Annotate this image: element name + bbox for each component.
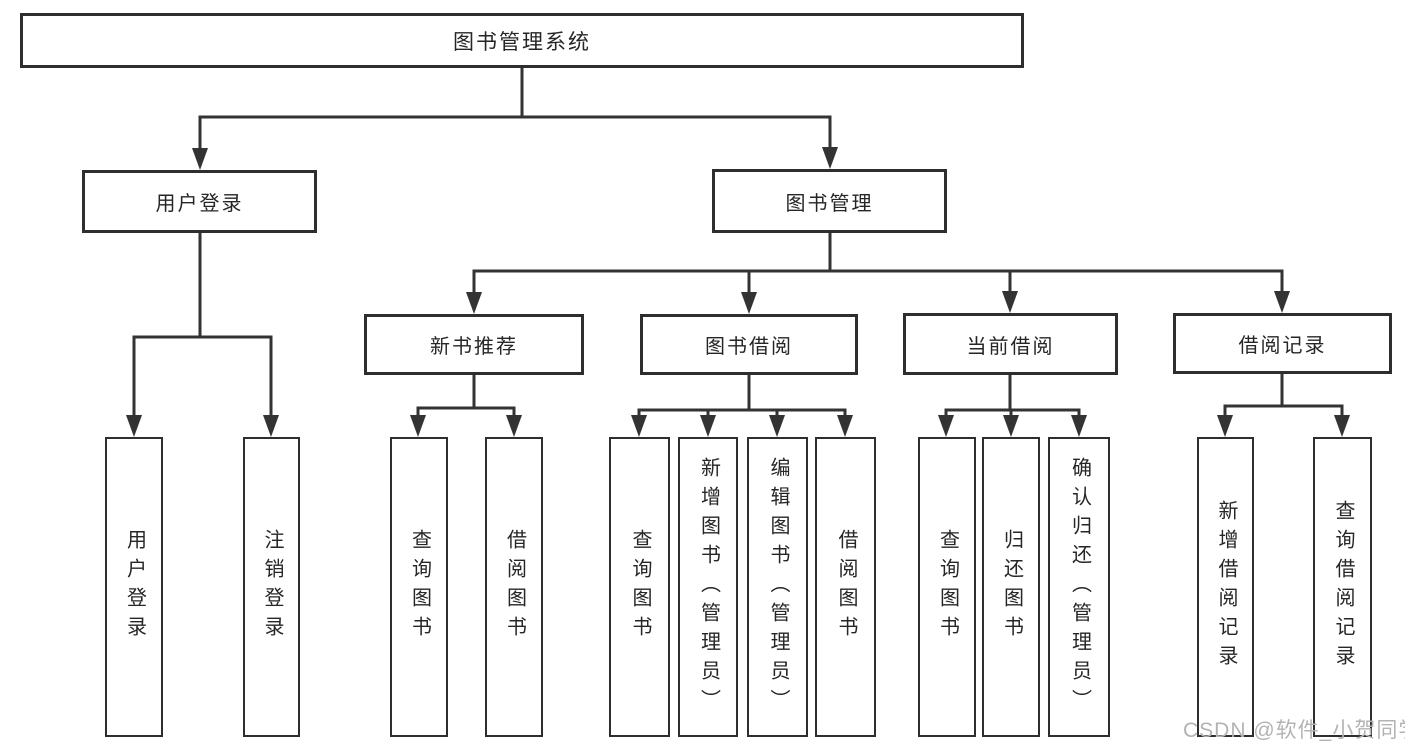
leaf-query-books-current: 查询图书 [918,437,976,737]
node-label: 图书管理系统 [453,30,591,54]
arrowheads [126,147,1350,437]
node-label: 确认归还（管理员） [1068,456,1091,718]
leaf-edit-book-admin: 编辑图书（管理员） [747,437,808,737]
leaf-logout: 注销登录 [243,437,300,737]
node-label: 查询图书 [408,529,431,645]
node-label: 新书推荐 [430,336,518,358]
node-root: 图书管理系统 [20,13,1024,68]
node-label: 借阅记录 [1238,335,1327,357]
node-user-login: 用户登录 [82,170,317,233]
leaf-user-login: 用户登录 [105,437,163,737]
node-label: 图书管理 [785,192,874,215]
node-label: 当前借阅 [966,335,1055,358]
node-label: 图书借阅 [705,336,793,358]
node-current-borrow: 当前借阅 [903,313,1118,375]
node-book-management: 图书管理 [712,169,947,233]
leaf-query-books-borrow: 查询图书 [609,437,670,737]
leaf-return-book: 归还图书 [982,437,1040,737]
csdn-watermark: CSDN @软件_小贺同学 [1183,719,1405,742]
node-label: 编辑图书（管理员） [767,456,789,718]
node-label: 用户登录 [123,529,146,645]
node-label: 新增图书（管理员） [697,456,720,718]
node-label: 借阅图书 [503,529,526,645]
node-label: 查询借阅记录 [1332,500,1354,674]
node-book-borrow: 图书借阅 [640,314,858,375]
node-borrow-records: 借阅记录 [1173,313,1392,374]
leaf-query-books-recommend: 查询图书 [390,437,448,737]
leaf-borrow-books: 借阅图书 [815,437,876,737]
node-label: 借阅图书 [835,529,857,645]
leaf-confirm-return-admin: 确认归还（管理员） [1048,437,1110,737]
leaf-borrow-books-recommend: 借阅图书 [485,437,543,737]
leaf-query-borrow-record: 查询借阅记录 [1313,437,1372,737]
node-label: 新增借阅记录 [1215,500,1237,674]
node-label: 注销登录 [261,529,283,645]
node-label: 查询图书 [936,529,959,645]
leaf-add-borrow-record: 新增借阅记录 [1197,437,1254,737]
leaf-add-book-admin: 新增图书（管理员） [678,437,738,737]
node-new-book-recommend: 新书推荐 [364,314,584,375]
node-label: 查询图书 [629,529,651,645]
node-label: 归还图书 [1000,529,1023,645]
node-label: 用户登录 [155,193,244,215]
